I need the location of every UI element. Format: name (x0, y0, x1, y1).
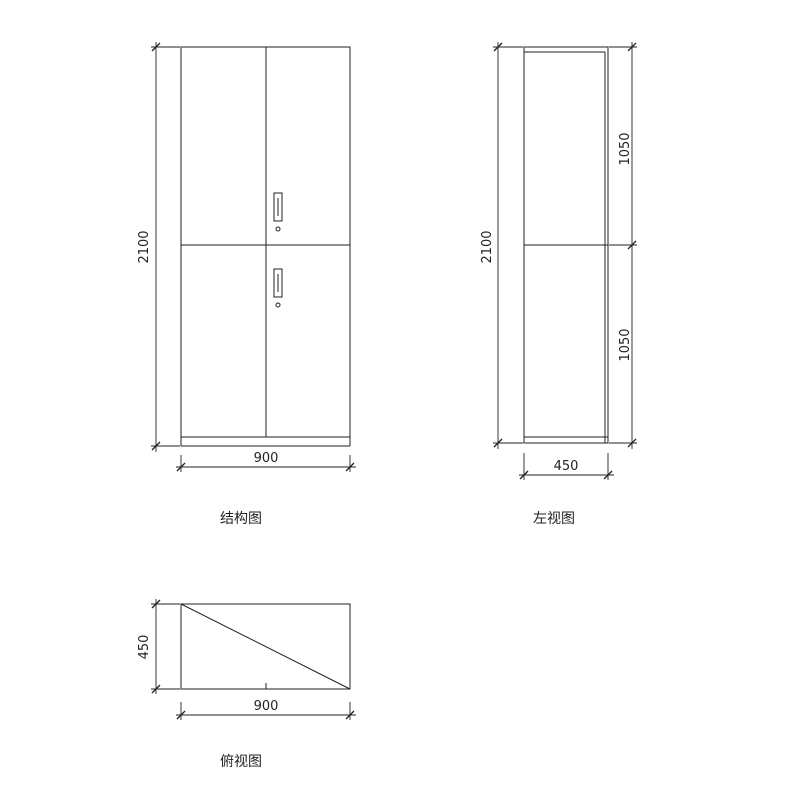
top-width-dimension: 900 (176, 699, 356, 720)
side-depth-dimension: 450 (519, 453, 614, 480)
front-view-caption: 结构图 (220, 511, 262, 527)
top-diagonal (180, 603, 351, 690)
upper-door-handle-icon (273, 192, 283, 222)
side-view-caption: 左视图 (533, 511, 575, 527)
side-split-dimension: 1050 1050 (609, 42, 637, 449)
lower-door-handle-icon (273, 268, 283, 298)
lower-door-lock-icon (275, 302, 281, 308)
top-depth-dimension: 450 (137, 599, 180, 694)
upper-door-lock-icon (275, 226, 281, 232)
front-height-label: 2100 (137, 230, 152, 263)
top-depth-label: 450 (137, 635, 152, 660)
top-width-label: 900 (254, 699, 279, 714)
top-view-caption: 俯视图 (220, 754, 262, 770)
side-view: 2100 1050 1050 450 (480, 42, 637, 480)
front-width-label: 900 (254, 451, 279, 466)
front-width-dimension: 900 (176, 451, 356, 472)
front-view: 2100 900 (137, 42, 356, 472)
side-height-label: 2100 (480, 230, 495, 263)
side-depth-label: 450 (554, 459, 579, 474)
side-height-dimension: 2100 (480, 42, 523, 449)
front-height-dimension: 2100 (137, 42, 180, 452)
side-upper-height-label: 1050 (618, 132, 633, 165)
top-view: 450 900 (137, 599, 356, 720)
side-lower-height-label: 1050 (618, 328, 633, 361)
